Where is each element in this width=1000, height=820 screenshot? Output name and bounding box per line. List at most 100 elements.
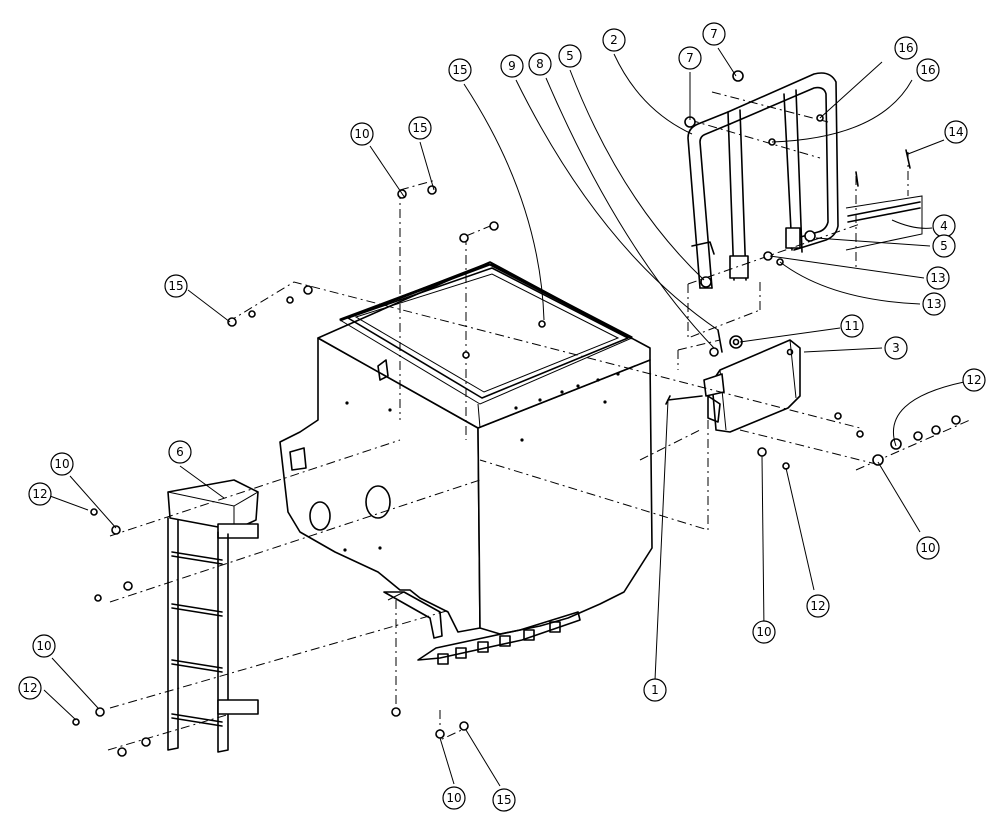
callout-balloon: 12: [18, 676, 42, 700]
callout-balloon: 12: [806, 594, 830, 618]
callout-balloon: 10: [442, 786, 466, 810]
callout-circle: [932, 234, 956, 258]
callout-balloon: 10: [350, 122, 374, 146]
callout-number: 4: [940, 219, 948, 233]
callout-number: 9: [508, 59, 516, 73]
callout-number: 10: [54, 457, 69, 471]
callout-circle: [922, 292, 946, 316]
callout-number: 5: [566, 49, 574, 63]
handrail-assembly: [687, 72, 839, 289]
assembly-center-lines: [107, 91, 971, 751]
hardware-fasteners: [72, 70, 961, 757]
callout-number: 7: [710, 27, 718, 41]
callout-balloon: 2: [602, 28, 626, 52]
callout-circle: [50, 452, 74, 476]
callout-number: 12: [810, 599, 825, 613]
callout-number: 2: [610, 33, 618, 47]
callout-circle: [164, 274, 188, 298]
callout-balloon: 7: [678, 46, 702, 70]
callout-circle: [448, 58, 472, 82]
callout-balloon: 10: [752, 620, 776, 644]
slotted-plate: [845, 195, 923, 251]
callout-number: 10: [920, 541, 935, 555]
callout-number: 14: [948, 125, 963, 139]
callout-balloons: 1234556778910101010101011121212121313141…: [18, 22, 986, 812]
callout-circle: [806, 594, 830, 618]
callout-balloon: 3: [884, 336, 908, 360]
callout-circle: [884, 336, 908, 360]
callout-number: 15: [412, 121, 427, 135]
callout-circle: [926, 266, 950, 290]
callout-balloon: 16: [916, 58, 940, 82]
callout-number: 7: [686, 51, 694, 65]
callout-circle: [442, 786, 466, 810]
hopper-box: [279, 261, 653, 665]
mount-bracket: [665, 339, 801, 433]
callout-number: 12: [22, 681, 37, 695]
callout-circle: [500, 54, 524, 78]
callout-balloon: 15: [492, 788, 516, 812]
callout-balloon: 13: [926, 266, 950, 290]
callout-circle: [528, 52, 552, 76]
callout-balloon: 11: [840, 314, 864, 338]
callout-circle: [702, 22, 726, 46]
callout-balloon: 10: [50, 452, 74, 476]
callout-circle: [408, 116, 432, 140]
callout-balloon: 12: [962, 368, 986, 392]
callout-circle: [558, 44, 582, 68]
callout-circle: [840, 314, 864, 338]
callout-circle: [678, 46, 702, 70]
callout-number: 16: [920, 63, 935, 77]
callout-circle: [168, 440, 192, 464]
callout-balloon: 7: [702, 22, 726, 46]
callout-number: 3: [892, 341, 900, 355]
callout-circle: [18, 676, 42, 700]
callout-number: 11: [844, 319, 859, 333]
callout-number: 5: [940, 239, 948, 253]
callout-number: 13: [926, 297, 941, 311]
callout-circle: [944, 120, 968, 144]
callout-number: 12: [32, 487, 47, 501]
callout-circle: [643, 678, 667, 702]
callout-circle: [916, 536, 940, 560]
callout-circle: [894, 36, 918, 60]
callout-number: 15: [496, 793, 511, 807]
ladder-assembly: [167, 479, 259, 753]
callout-number: 10: [354, 127, 369, 141]
callout-number: 10: [756, 625, 771, 639]
callout-balloon: 15: [448, 58, 472, 82]
callout-circle: [602, 28, 626, 52]
callout-balloon: 13: [922, 292, 946, 316]
callout-balloon: 9: [500, 54, 524, 78]
callout-balloon: 8: [528, 52, 552, 76]
callout-number: 12: [966, 373, 981, 387]
callout-balloon: 14: [944, 120, 968, 144]
callout-circle: [916, 58, 940, 82]
callout-circle: [492, 788, 516, 812]
callout-balloon: 15: [164, 274, 188, 298]
callout-balloon: 5: [558, 44, 582, 68]
callout-circle: [32, 634, 56, 658]
callout-circle: [962, 368, 986, 392]
callout-balloon: 10: [916, 536, 940, 560]
callout-number: 13: [930, 271, 945, 285]
callout-number: 15: [168, 279, 183, 293]
callout-leaders: [43, 47, 965, 787]
callout-balloon: 15: [408, 116, 432, 140]
callout-circle: [752, 620, 776, 644]
callout-balloon: 12: [28, 482, 52, 506]
callout-number: 16: [898, 41, 913, 55]
callout-number: 6: [176, 445, 184, 459]
callout-balloon: 4: [932, 214, 956, 238]
callout-circle: [350, 122, 374, 146]
callout-balloon: 16: [894, 36, 918, 60]
callout-balloon: 1: [643, 678, 667, 702]
callout-number: 10: [36, 639, 51, 653]
callout-balloon: 6: [168, 440, 192, 464]
callout-circle: [28, 482, 52, 506]
callout-number: 15: [452, 63, 467, 77]
callout-balloon: 10: [32, 634, 56, 658]
callout-number: 1: [651, 683, 659, 697]
